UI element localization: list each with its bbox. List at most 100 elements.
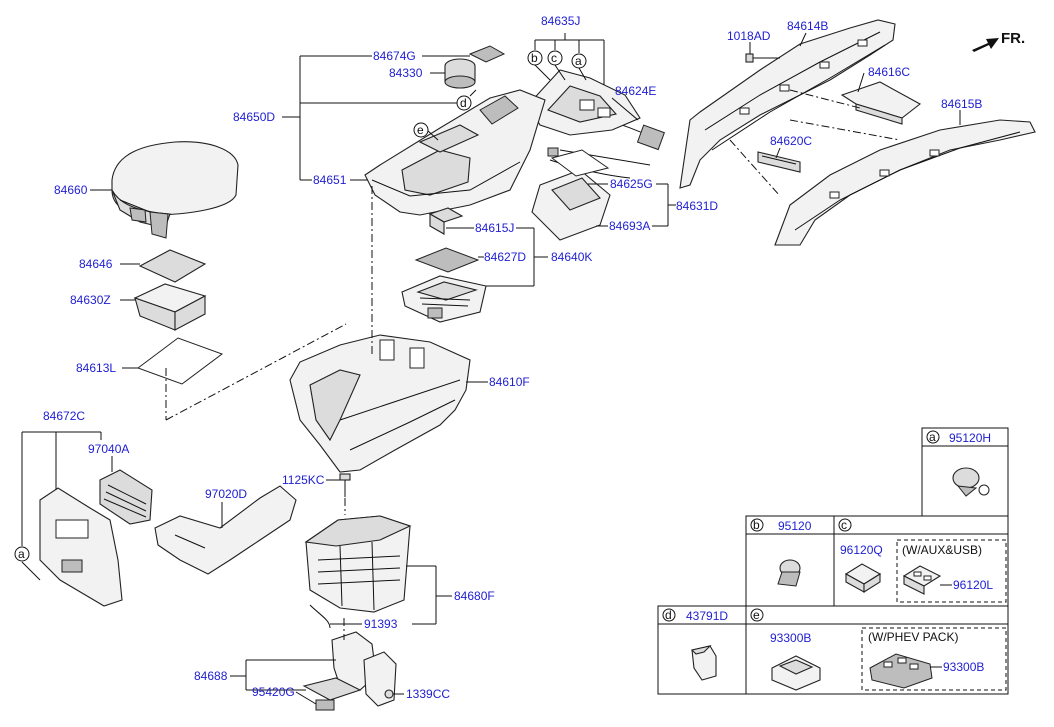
- label-84672c: 84672C: [43, 409, 85, 423]
- label-84330: 84330: [389, 66, 423, 80]
- upper-cover-84651-part: [364, 89, 546, 216]
- label-84624e: 84624E: [615, 84, 656, 98]
- callout-b: b: [531, 51, 538, 65]
- table-c-left-part: 96120Q: [840, 543, 883, 557]
- callout-b-circle: [527, 50, 543, 66]
- console-side-rail-part: [679, 19, 896, 189]
- label-84615b: 84615B: [941, 97, 982, 111]
- label-97020d: 97020D: [205, 487, 247, 501]
- callout-e: e: [417, 123, 424, 137]
- callout-e-circle: [413, 122, 429, 138]
- front-label: FR.: [1001, 30, 1025, 47]
- mat-84613l-part: [136, 337, 224, 385]
- label-91393: 91393: [364, 617, 398, 631]
- callout-c: c: [551, 51, 557, 65]
- callout-a2-circle: [14, 546, 30, 562]
- label-84620c: 84620C: [770, 134, 812, 148]
- knob-95120h-part: [952, 467, 990, 497]
- bin-84680f-part: [304, 515, 412, 629]
- label-84660: 84660: [54, 183, 88, 197]
- front-direction-indicator: FR.: [972, 30, 1025, 52]
- table-e-left-part: 93300B: [770, 631, 811, 645]
- legend-table: a 95120H b 95120 c 96120Q (W/AUX&USB): [657, 427, 1009, 695]
- storage-84640k-part: [401, 275, 487, 323]
- bracket-84616c-part: [840, 81, 921, 125]
- e-option-box: [861, 627, 1007, 691]
- callout-a: a: [575, 54, 582, 68]
- label-84615j: 84615J: [475, 221, 514, 235]
- side-rail-84615b-part: [774, 119, 1036, 246]
- table-e-letter: e: [753, 608, 760, 622]
- label-84693a: 84693A: [609, 219, 650, 233]
- leader-lines: [21, 32, 961, 705]
- table-c-option-label: (W/AUX&USB): [902, 543, 982, 557]
- label-84610f: 84610F: [489, 375, 530, 389]
- clip-84615j-part: [428, 207, 464, 235]
- label-1018ad: 1018AD: [727, 29, 771, 43]
- label-95420g: 95420G: [252, 685, 295, 699]
- table-c-option-part: 96120L: [953, 578, 993, 592]
- armrest-84660-part: [111, 141, 239, 239]
- switch-95120-part: [777, 559, 801, 587]
- table-d-letter: d: [665, 608, 672, 622]
- label-84635j: 84635J: [541, 14, 580, 28]
- tray-84693a-part: [531, 149, 611, 241]
- jack-96120l-part: [902, 565, 942, 595]
- table-a-letter: a: [929, 430, 936, 444]
- callout-d: d: [460, 96, 467, 110]
- bracket-84688-part: [302, 631, 397, 707]
- table-e-option-label: (W/PHEV PACK): [868, 630, 958, 644]
- label-84630z: 84630Z: [70, 293, 111, 307]
- pad-84627d-part: [414, 247, 480, 273]
- bracket-84620c-part: [757, 151, 801, 173]
- label-1339cc: 1339CC: [406, 687, 450, 701]
- label-84616c: 84616C: [868, 65, 910, 79]
- duct-97020d-part: [154, 485, 297, 575]
- clip-43791d-part: [690, 645, 717, 681]
- part-labels: 84635J 1018AD 84614B 84674G 84330 84624E…: [43, 14, 982, 701]
- table-b-part: 95120: [778, 519, 812, 533]
- cup-holder-84330-part: [444, 58, 476, 89]
- label-84631d: 84631D: [676, 199, 718, 213]
- nut-1339cc: [384, 689, 394, 699]
- table-e-option-part: 93300B: [943, 660, 984, 674]
- label-84614b: 84614B: [787, 19, 828, 33]
- table-a-part: 95120H: [949, 431, 991, 445]
- panel-84635j-part: [527, 69, 641, 136]
- label-84688: 84688: [194, 669, 228, 683]
- table-row-de: [657, 605, 1009, 695]
- table-c-letter: c: [841, 518, 847, 532]
- label-84613l: 84613L: [76, 361, 116, 375]
- label-84640k: 84640K: [551, 250, 592, 264]
- label-84674g: 84674G: [373, 49, 416, 63]
- callout-d-circle: [456, 95, 472, 111]
- label-97040a: 97040A: [88, 442, 129, 456]
- bolt-1125kc: [339, 473, 351, 497]
- label-84625g: 84625G: [610, 177, 653, 191]
- pad-84646-part: [138, 249, 207, 283]
- c-option-box: [896, 539, 1007, 603]
- vent-97040a-part: [99, 469, 153, 525]
- trim-panel-84672c-part: [39, 487, 123, 607]
- label-84651: 84651: [313, 173, 347, 187]
- label-84646: 84646: [79, 257, 113, 271]
- label-84650d: 84650D: [233, 110, 275, 124]
- label-1125kc: 1125KC: [282, 473, 325, 487]
- jack-96120q-part: [844, 563, 882, 593]
- callout-a2: a: [18, 547, 25, 561]
- cap-84674g-part: [468, 45, 506, 63]
- label-84627d: 84627D: [484, 250, 526, 264]
- callout-circles: b c a d e a: [14, 50, 587, 562]
- front-arrow-icon: [972, 38, 999, 52]
- bracket-95420g-part: [315, 699, 335, 711]
- table-b-letter: b: [753, 518, 760, 532]
- table-d-part: 43791D: [686, 609, 728, 623]
- switch-93300b-phev-part: [869, 653, 933, 689]
- callout-a-circle: [571, 53, 587, 69]
- callout-c-circle: [547, 50, 563, 66]
- switch-93300b-part: [771, 655, 821, 691]
- assembly-lines: [165, 89, 901, 640]
- tray-84630z-part: [133, 283, 207, 331]
